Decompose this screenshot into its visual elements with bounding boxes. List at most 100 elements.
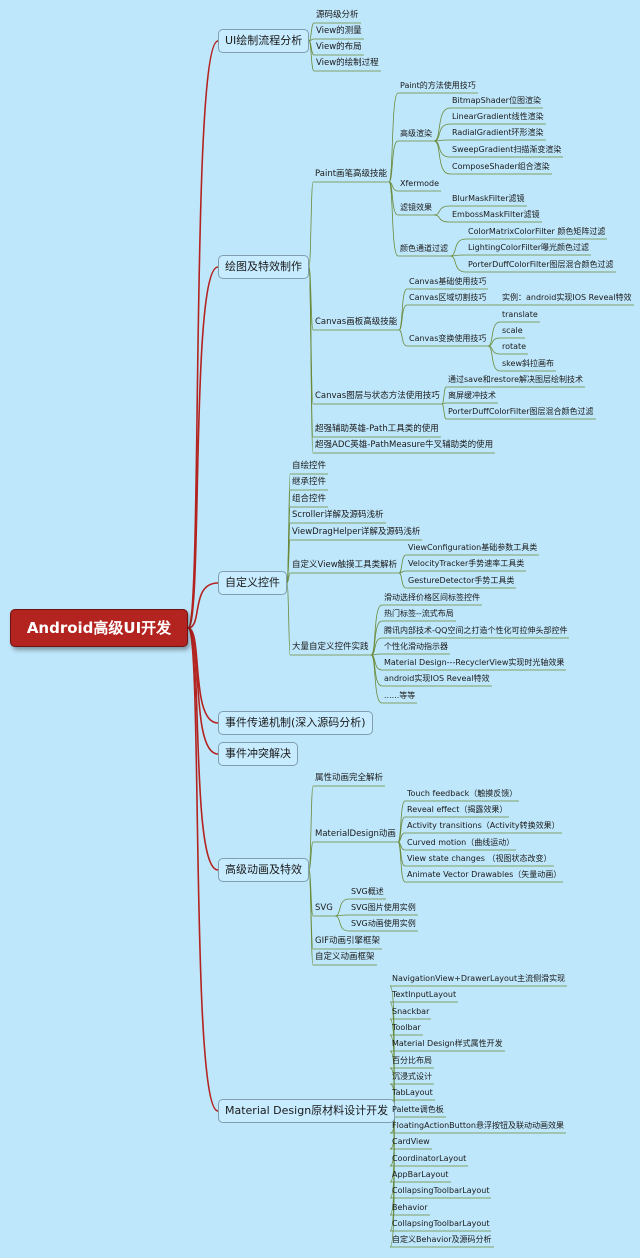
b7-item-14[interactable]: CollapsingToolbarLayout bbox=[392, 1186, 490, 1195]
b7-item-7[interactable]: 沉浸式设计 bbox=[392, 1072, 432, 1081]
link-b2-render bbox=[388, 140, 399, 183]
branch-material-design[interactable]: Material Design原材料设计开发 bbox=[218, 1099, 396, 1123]
b7-item-2[interactable]: TextInputLayout bbox=[392, 990, 457, 999]
b3-self-draw[interactable]: 自绘控件 bbox=[292, 461, 327, 471]
b2-canvas-transform[interactable]: Canvas变换使用技巧 bbox=[409, 334, 487, 343]
b7-item-5[interactable]: Material Design样式属性开发 bbox=[392, 1039, 503, 1048]
b7-item-4[interactable]: Toolbar bbox=[392, 1023, 421, 1032]
branch-event-dispatch[interactable]: 事件传递机制(深入源码分析) bbox=[218, 711, 373, 735]
b1-view-measure[interactable]: View的测量 bbox=[316, 26, 362, 36]
b3-combine[interactable]: 组合控件 bbox=[292, 494, 327, 504]
b7-item-9[interactable]: Palette调色板 bbox=[392, 1105, 444, 1114]
b6-svg-image[interactable]: SVG图片使用实例 bbox=[351, 903, 416, 912]
b2-canvas-clip[interactable]: Canvas区域切割技巧 bbox=[409, 293, 487, 302]
b7-item-3[interactable]: Snackbar bbox=[392, 1007, 430, 1016]
b7-item-17[interactable]: 自定义Behavior及源码分析 bbox=[392, 1235, 492, 1244]
link-b6-md-vector bbox=[397, 841, 406, 883]
b3-practice-hot-tags[interactable]: 热门标签--流式布局 bbox=[384, 609, 454, 618]
link-b2-filter-emboss bbox=[433, 214, 451, 223]
b3-practice-qq[interactable]: 腾讯内部技术-QQ空间之打造个性化可拉伸头部控件 bbox=[384, 626, 568, 635]
branch-custom-controls[interactable]: 自定义控件 bbox=[218, 571, 287, 595]
b1-view-layout[interactable]: View的布局 bbox=[316, 42, 362, 52]
b3-touch-velocity[interactable]: VelocityTracker手势速率工具类 bbox=[408, 559, 525, 568]
b2-layer-save[interactable]: 通过save和restore解决图层绘制技术 bbox=[448, 375, 583, 384]
b3-practice[interactable]: 大量自定义控件实践 bbox=[292, 642, 369, 652]
b6-svg[interactable]: SVG bbox=[315, 903, 333, 913]
b7-item-6[interactable]: 百分比布局 bbox=[392, 1056, 432, 1065]
b2-render-radial[interactable]: RadialGradient环形渲染 bbox=[452, 128, 544, 137]
link-b6-svg-anim bbox=[334, 915, 350, 932]
b2-paint-method[interactable]: Paint的方法使用技巧 bbox=[400, 81, 476, 90]
b2-render-sweep[interactable]: SweepGradient扫描渐变渲染 bbox=[452, 145, 562, 154]
link-b3-touch-gesture bbox=[398, 572, 407, 589]
b7-item-10[interactable]: FloatingActionButton悬浮按钮及联动动画效果 bbox=[392, 1121, 564, 1130]
b3-viewdraghelper[interactable]: ViewDragHelper详解及源码浅析 bbox=[292, 527, 421, 537]
b2-layer-offscreen[interactable]: 离屏缓冲技术 bbox=[448, 391, 496, 400]
branch-advanced-animation[interactable]: 高级动画及特效 bbox=[218, 858, 309, 882]
b7-item-11[interactable]: CardView bbox=[392, 1137, 430, 1146]
b3-scroller[interactable]: Scroller详解及源码浅析 bbox=[292, 510, 384, 520]
b3-inherit[interactable]: 继承控件 bbox=[292, 477, 327, 487]
b1-source-analysis[interactable]: 源码级分析 bbox=[316, 10, 359, 20]
b6-property-anim[interactable]: 属性动画完全解析 bbox=[315, 773, 384, 783]
b6-custom-anim[interactable]: 自定义动画框架 bbox=[315, 952, 375, 962]
b2-xfermode[interactable]: Xfermode bbox=[400, 179, 440, 188]
b2-canvas-clip-example[interactable]: 实例：android实现IOS Reveal特效 bbox=[502, 293, 632, 302]
b2-transform-translate[interactable]: translate bbox=[502, 310, 538, 319]
b7-item-15[interactable]: Behavior bbox=[392, 1203, 428, 1212]
b2-canvas[interactable]: Canvas画板高级技能 bbox=[315, 317, 398, 327]
b3-practice-etc[interactable]: ......等等 bbox=[384, 691, 416, 700]
b2-color-lighting[interactable]: LightingColorFilter曝光颜色过滤 bbox=[468, 243, 590, 252]
b7-item-12[interactable]: CoordinatorLayout bbox=[392, 1154, 467, 1163]
b3-practice-reveal[interactable]: android实现IOS Reveal特效 bbox=[384, 674, 490, 683]
b6-md-viewstate[interactable]: View state changes （视图状态改变） bbox=[407, 854, 552, 863]
b2-render[interactable]: 高级渲染 bbox=[400, 129, 432, 138]
b2-paint[interactable]: Paint画笔高级技能 bbox=[315, 169, 388, 179]
link-b3-touch-config bbox=[398, 554, 407, 574]
b3-touch-gesture[interactable]: GestureDetector手势工具类 bbox=[408, 576, 515, 585]
b2-layer-porterduff[interactable]: PorterDuffColorFilter图层混合颜色过滤 bbox=[448, 407, 594, 416]
branch-event-conflict[interactable]: 事件冲突解决 bbox=[218, 742, 298, 766]
b6-md-anim[interactable]: MaterialDesign动画 bbox=[315, 829, 396, 839]
link-b3-viewdraghelper bbox=[286, 539, 291, 584]
b2-filter-blur[interactable]: BlurMaskFilter滤镜 bbox=[452, 194, 525, 203]
b2-transform-rotate[interactable]: rotate bbox=[502, 342, 527, 351]
branch-drawing-effects[interactable]: 绘图及特效制作 bbox=[218, 255, 309, 279]
b6-md-activity[interactable]: Activity transitions（Activity转换效果） bbox=[407, 821, 560, 830]
b6-md-touch[interactable]: Touch feedback（触摸反馈） bbox=[407, 789, 518, 798]
branch-ui-draw-flow[interactable]: UI绘制流程分析 bbox=[218, 29, 310, 53]
link-b2-canvas-transform bbox=[398, 329, 408, 347]
b6-md-curved[interactable]: Curved motion（曲线运动） bbox=[407, 838, 515, 847]
b7-item-1[interactable]: NavigationView+DrawerLayout主流侧滑实现 bbox=[392, 974, 566, 983]
root-node[interactable]: Android高级UI开发 bbox=[10, 609, 188, 647]
b7-item-8[interactable]: TabLayout bbox=[392, 1088, 433, 1097]
b2-pathmeasure[interactable]: 超强ADC英雄-PathMeasure牛叉辅助类的使用 bbox=[315, 440, 494, 450]
b2-filter[interactable]: 滤镜效果 bbox=[400, 203, 432, 212]
b2-color-porterduff[interactable]: PorterDuffColorFilter图层混合颜色过滤 bbox=[468, 260, 614, 269]
b3-practice-indicator[interactable]: 个性化滑动指示器 bbox=[384, 642, 448, 651]
b6-md-vector[interactable]: Animate Vector Drawables（矢量动画） bbox=[407, 870, 562, 879]
b2-path[interactable]: 超强辅助英雄-Path工具类的使用 bbox=[315, 424, 439, 434]
b3-touch[interactable]: 自定义View触摸工具类解析 bbox=[292, 560, 398, 570]
b2-canvas-basic[interactable]: Canvas基础使用技巧 bbox=[409, 277, 487, 286]
b6-svg-overview[interactable]: SVG概述 bbox=[351, 887, 384, 896]
b2-render-bitmap[interactable]: BitmapShader位图渲染 bbox=[452, 96, 541, 105]
b3-touch-config[interactable]: ViewConfiguration基础参数工具类 bbox=[408, 543, 538, 552]
b2-transform-skew[interactable]: skew斜拉画布 bbox=[502, 359, 554, 368]
b7-item-13[interactable]: AppBarLayout bbox=[392, 1170, 449, 1179]
link-branch-custom-controls bbox=[187, 582, 219, 629]
b2-layer[interactable]: Canvas图层与状态方法使用技巧 bbox=[315, 391, 440, 401]
b2-transform-scale[interactable]: scale bbox=[502, 326, 523, 335]
b2-filter-emboss[interactable]: EmbossMaskFilter滤镜 bbox=[452, 210, 540, 219]
b3-practice-timeline[interactable]: Material Design---RecyclerView实现时光轴效果 bbox=[384, 658, 565, 667]
b2-color[interactable]: 颜色通道过滤 bbox=[400, 244, 448, 253]
b7-item-16[interactable]: CollapsingToolbarLayout bbox=[392, 1219, 490, 1228]
b6-svg-anim[interactable]: SVG动画使用实例 bbox=[351, 919, 416, 928]
b2-color-matrix[interactable]: ColorMatrixColorFilter 颜色矩阵过滤 bbox=[468, 227, 606, 236]
b1-view-draw[interactable]: View的绘制过程 bbox=[316, 58, 379, 68]
b2-render-linear[interactable]: LinearGradient线性渲染 bbox=[452, 112, 544, 121]
b2-render-compose[interactable]: ComposeShader组合渲染 bbox=[452, 162, 550, 171]
b3-practice-price[interactable]: 滑动选择价格区间标签控件 bbox=[384, 593, 480, 602]
b6-gif[interactable]: GIF动画引擎框架 bbox=[315, 936, 380, 946]
b6-md-reveal[interactable]: Reveal effect（揭露效果） bbox=[407, 805, 508, 814]
